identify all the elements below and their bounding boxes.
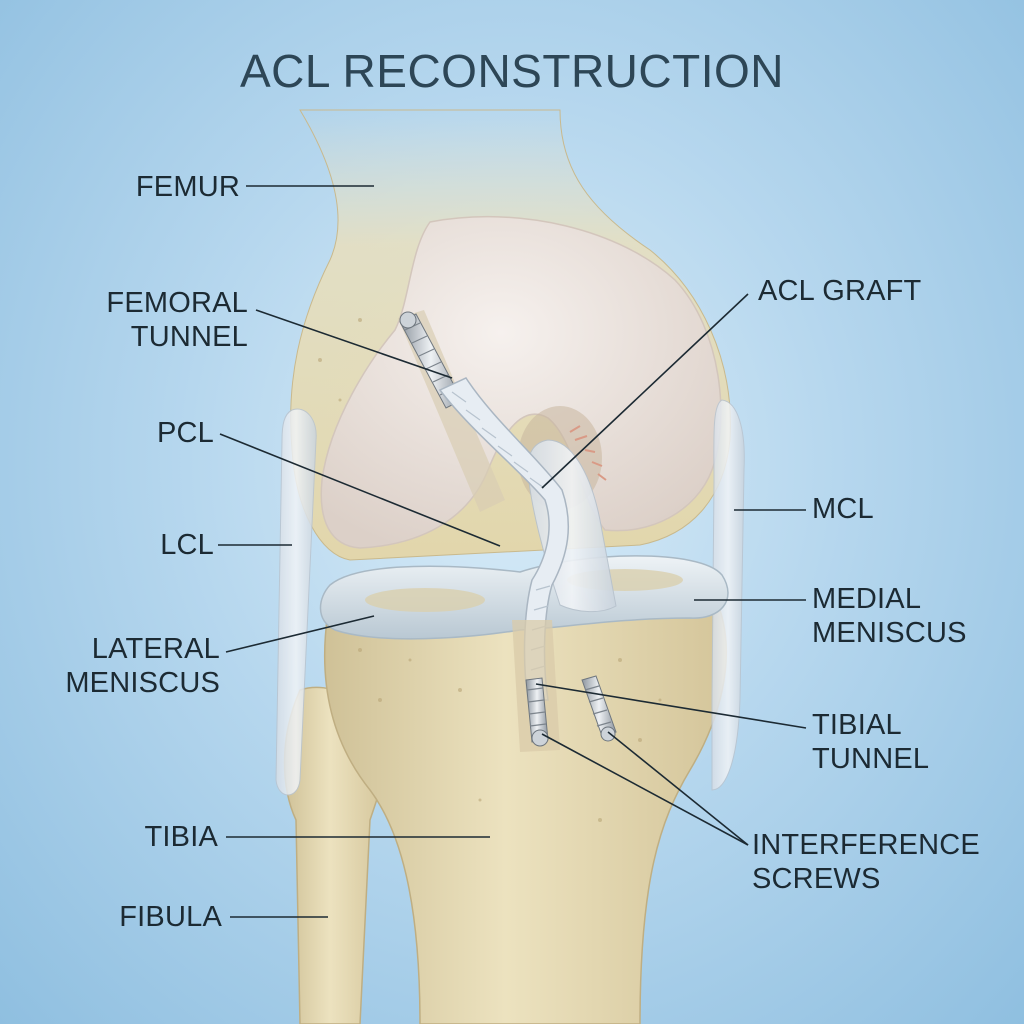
label-lcl: LCL	[160, 529, 214, 561]
leader-tibial-tunnel	[535, 683, 807, 729]
leader-lateral-meniscus	[225, 615, 375, 653]
label-acl-graft: ACL GRAFT	[758, 275, 922, 307]
label-medial-meniscus: MEDIAL MENISCUS	[812, 583, 967, 649]
bone-texture	[318, 318, 662, 822]
diagram-title: ACL RECONSTRUCTION	[240, 45, 784, 97]
lcl-ligament	[275, 408, 317, 796]
label-interference-screws: INTERFERENCE SCREWS	[752, 829, 980, 895]
leader-screw-2	[607, 731, 749, 846]
label-pcl: PCL	[156, 417, 214, 449]
leader-acl-graft	[541, 293, 749, 489]
leader-lines	[218, 185, 807, 918]
label-tibia: TIBIA	[144, 821, 218, 853]
acl-remnant-fibers	[569, 425, 607, 481]
label-tibial-tunnel: TIBIAL TUNNEL	[812, 709, 930, 775]
tibial-interference-screw-1	[525, 677, 549, 747]
label-femoral-tunnel: FEMORAL TUNNEL	[106, 287, 248, 353]
label-mcl: MCL	[812, 493, 874, 525]
leader-pcl	[219, 433, 501, 547]
lateral-meniscus-hole	[365, 588, 485, 612]
tibial-interference-screw-2	[581, 675, 617, 742]
label-lateral-meniscus: LATERAL MENISCUS	[65, 633, 220, 699]
leader-femoral-tunnel	[255, 309, 453, 379]
label-femur: FEMUR	[135, 171, 240, 203]
leader-screw-1	[541, 733, 749, 846]
label-fibula: FIBULA	[119, 901, 222, 933]
